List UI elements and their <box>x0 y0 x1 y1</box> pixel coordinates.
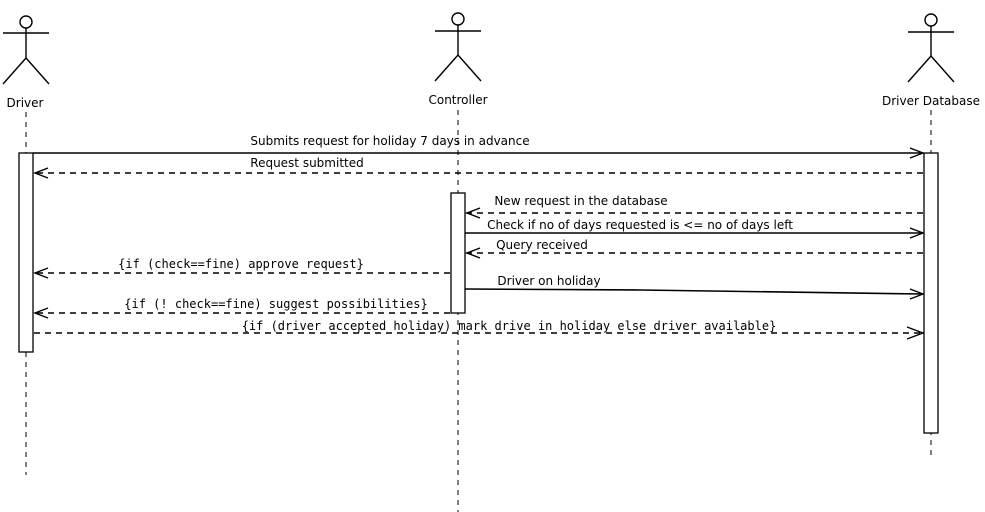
message-label: Check if no of days requested is <= no o… <box>487 218 793 232</box>
arrowhead <box>465 247 481 259</box>
actor-controller-figure <box>434 12 482 82</box>
message-mark-holiday: {if (driver accepted holiday) mark drive… <box>34 319 925 340</box>
arrowhead <box>909 227 925 239</box>
arrowhead <box>909 288 925 300</box>
actor-driver-database-label: Driver Database <box>882 94 980 108</box>
message-label: {if (driver accepted holiday) mark drive… <box>242 319 777 333</box>
arrowhead <box>906 326 925 340</box>
message-label: Request submitted <box>250 156 363 170</box>
actor-driver-database-figure <box>907 13 955 83</box>
activation-driver <box>18 152 34 353</box>
actor-driver: Driver <box>2 15 50 110</box>
arrowhead <box>909 147 925 159</box>
message-driver-on-holiday: Driver on holiday <box>464 274 925 300</box>
message-label: {if (! check==fine) suggest possibilitie… <box>124 297 427 311</box>
arrowhead <box>33 307 49 319</box>
message-label: Submits request for holiday 7 days in ad… <box>250 134 529 148</box>
actor-driver-label: Driver <box>7 96 44 110</box>
message-label: New request in the database <box>494 194 667 208</box>
actor-driver-figure <box>2 15 50 85</box>
message-approve-request: {if (check==fine) approve request} <box>33 257 450 279</box>
message-check-days: Check if no of days requested is <= no o… <box>465 218 925 239</box>
arrowhead <box>33 267 49 279</box>
message-label: Driver on holiday <box>497 274 600 288</box>
arrowhead <box>465 207 481 219</box>
message-suggest-possibilities: {if (! check==fine) suggest possibilitie… <box>33 297 450 319</box>
actor-controller: Controller <box>428 12 488 107</box>
message-new-request: New request in the database <box>465 194 923 219</box>
arrowhead <box>33 167 49 179</box>
activation-controller <box>450 192 466 314</box>
message-label: {if (check==fine) approve request} <box>118 257 364 271</box>
actor-controller-label: Controller <box>428 93 487 107</box>
activation-driver-database <box>923 152 939 434</box>
message-submit-request: Submits request for holiday 7 days in ad… <box>33 134 925 159</box>
actor-driver-database: Driver Database <box>882 13 980 108</box>
message-query-received: Query received <box>465 238 923 259</box>
message-request-submitted: Request submitted <box>33 156 923 179</box>
message-label: Query received <box>496 238 588 252</box>
